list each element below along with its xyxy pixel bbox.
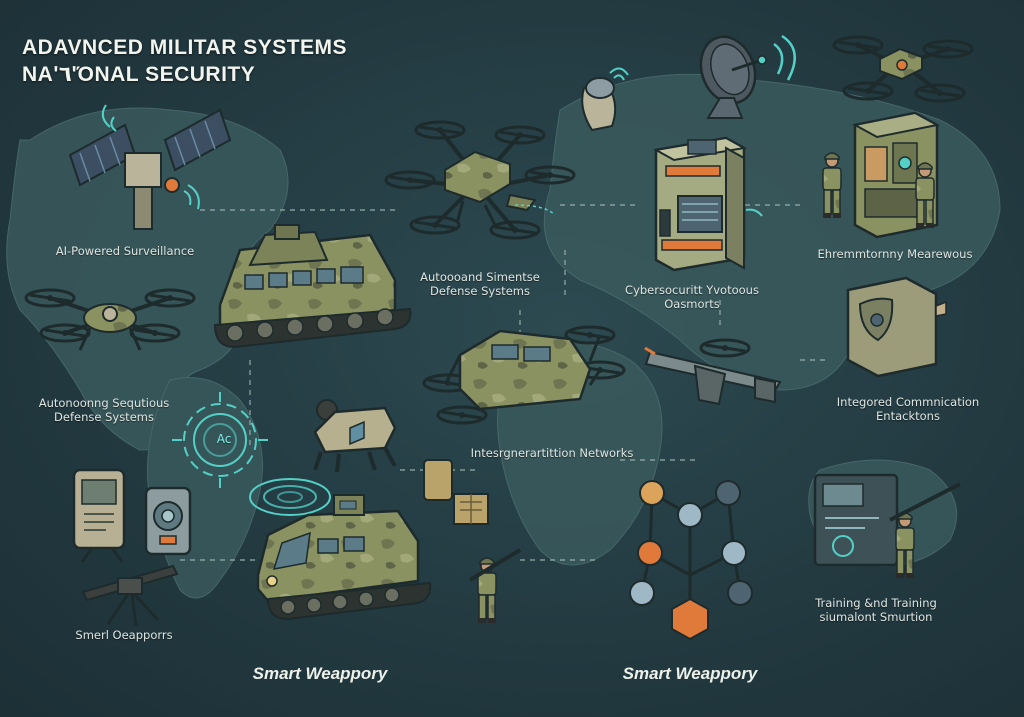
hover-vehicle-icon [422,325,626,425]
hexacopter-drone-icon [384,120,576,240]
label-integrated-communication: Integored Commnication Entacktons [836,395,980,423]
quadcopter-drone-left-icon [24,288,196,351]
label-autonomous-sequtious: Autonoonng Sequtious Defense Systems [38,396,170,424]
satellite-icon [68,104,232,230]
label-ai-surveillance: AI-Powered Surveillance [55,244,195,258]
title-line-2: NAʹ٦ʹΌNAL SECURITY [22,63,256,86]
mounted-gun-icon [81,564,179,627]
label-smart-weapons-small: Smerl Oeapporrs [75,628,173,642]
soldier-crate-icon [423,459,489,525]
network-diagram-icon [629,480,753,641]
title-line-1: ADAVNCED MILITAR SYSTEMS [22,36,348,59]
ground-robot-icon [313,399,397,473]
rifle-icon [468,548,522,582]
training-screen-icon [813,473,899,567]
label-training-simulation: Training &nd Training siumalont Smurtion [815,596,937,624]
shield-vault-icon [846,276,947,378]
label-ehremmtornny: Ehremmtornny Mearewous [817,247,973,261]
armored-truck-icon [256,494,432,621]
label-autonomous-defense-center: Autoooand Simentse Defense Systems [420,270,540,298]
armored-vehicle-icon [213,224,412,349]
radar-rings-icon [249,478,331,516]
bottom-label-smart-weappory-right: Smart Weappory [622,664,758,683]
rifle-icon [889,482,961,522]
cybersecurity-server-icon [653,136,763,272]
label-cybersecurity: Cybersocuritt Yvotoous Oasmorts [625,283,759,311]
quadcopter-drone-right-icon [832,35,974,103]
radar-dish-icon [699,34,796,119]
bottom-label-smart-weappory-left: Smart Weappory [252,664,388,683]
label-interconnection-networks: Intesrgnerartittion Networks [470,446,634,460]
hud-hologram-icon [172,392,268,488]
small-dish-icon [581,67,629,132]
info-monitor-left-icon [72,468,126,563]
info-monitor-right-icon [144,486,192,556]
hud-text: Ac [216,432,232,446]
missile-drone-icon [644,338,782,406]
soldier-icon [895,512,915,579]
